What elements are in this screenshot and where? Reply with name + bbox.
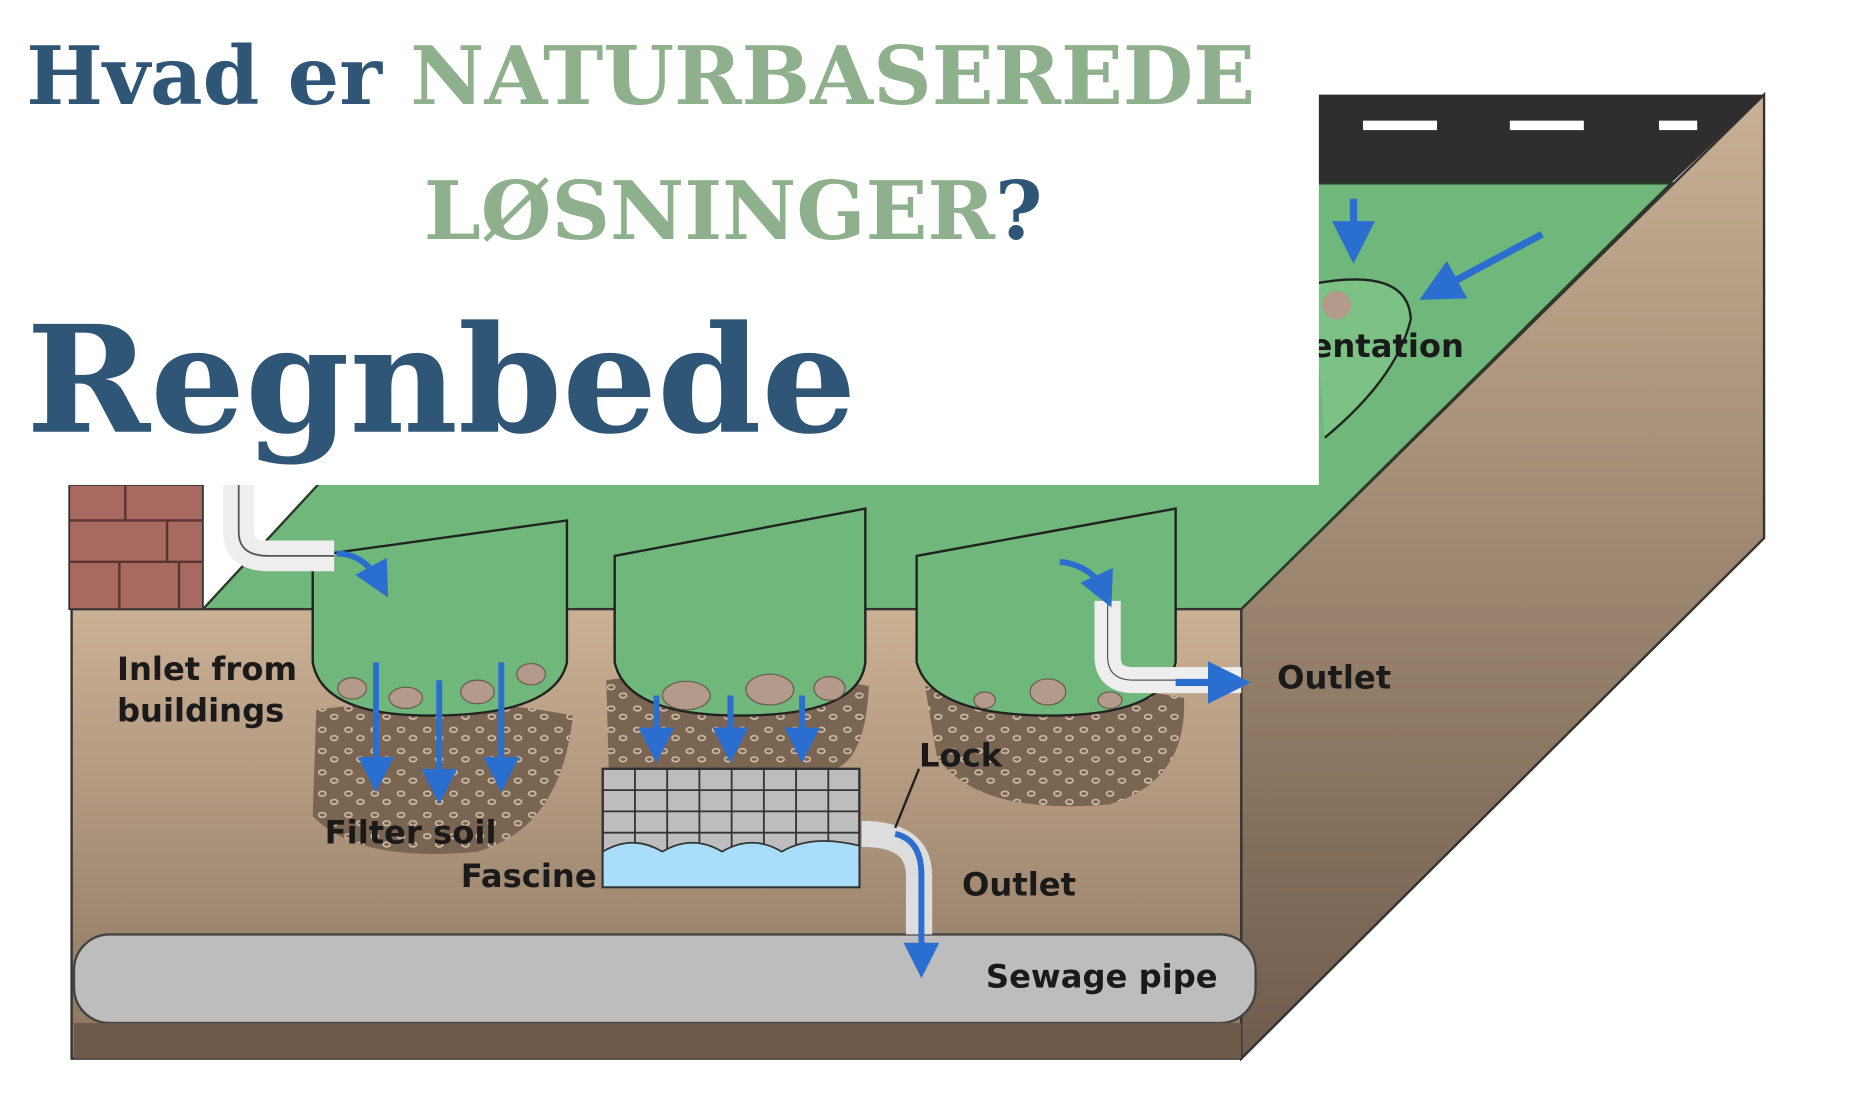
title-panel <box>0 0 1319 485</box>
title-part1: Hvad er <box>26 29 383 124</box>
inlet-label-line2: buildings <box>117 692 284 730</box>
page-title-line2: LØSNINGER? <box>424 164 1043 259</box>
outlet-label-upper: Outlet <box>1277 659 1391 697</box>
stones <box>337 662 1123 711</box>
title-highlight-1: NATURBASEREDE <box>410 29 1255 124</box>
sedimentation-label: entation <box>1311 327 1464 365</box>
road <box>1193 94 1765 184</box>
inlet-label-line1: Inlet from <box>117 650 297 688</box>
title-highlight-2: LØSNINGER <box>424 164 996 259</box>
infiltration-arrows <box>358 662 820 805</box>
inlet-arrow <box>336 550 389 598</box>
outlet-arrow-upper <box>1059 558 1113 608</box>
filter-soil-label: Filter soil <box>325 813 497 851</box>
fascine <box>601 767 861 889</box>
fascine-label: Fascine <box>461 857 597 895</box>
subtitle-regnbede: Regnbede <box>26 294 856 467</box>
rain-garden-2 <box>613 507 867 717</box>
sewage-pipe-label: Sewage pipe <box>986 958 1218 996</box>
lock-pointer <box>894 768 921 829</box>
outlet-arrow-lower <box>894 830 940 979</box>
road-markings <box>1363 120 1698 131</box>
page-title-line1: Hvad er NATURBASEREDE <box>26 29 1255 124</box>
lock-label: Lock <box>919 737 1003 775</box>
building-wall <box>68 484 204 611</box>
bedrock <box>74 1023 1242 1059</box>
outlet-label-lower: Outlet <box>962 866 1076 904</box>
gravel-zone-3 <box>925 682 1185 807</box>
title-question-mark: ? <box>995 164 1043 259</box>
arrow-diagonal <box>1419 231 1544 300</box>
